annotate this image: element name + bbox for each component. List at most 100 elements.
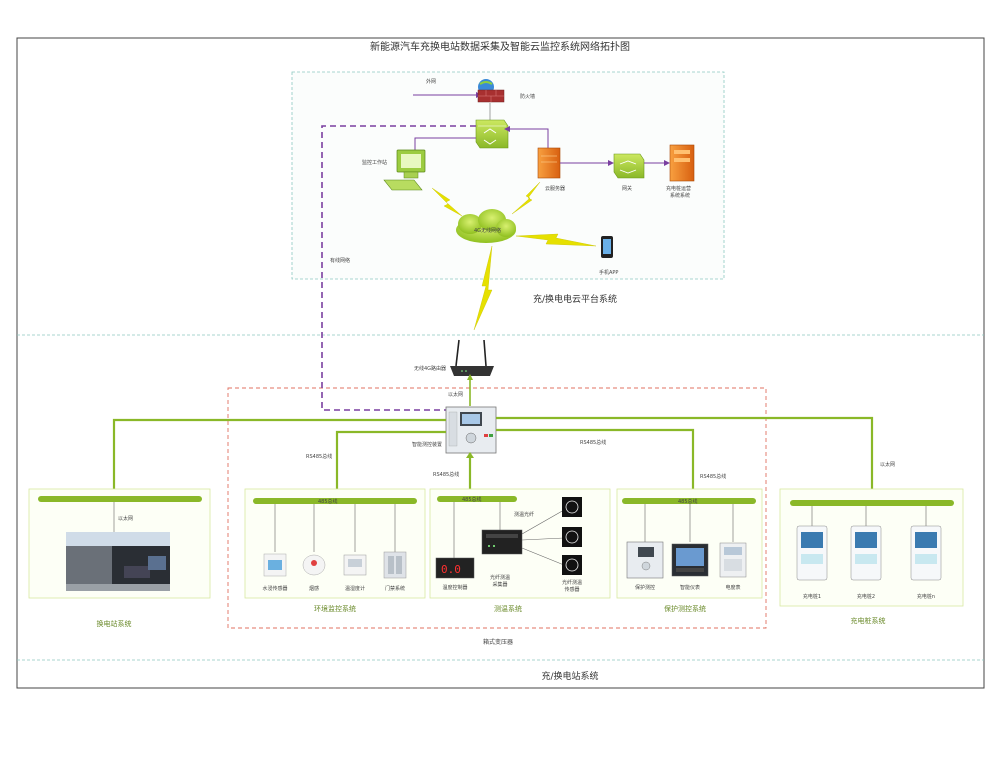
router-label: 无线4G路由器 (414, 365, 446, 372)
charger-label-3: 充电桩n (917, 593, 935, 600)
gateway-arrowhead (608, 160, 614, 166)
router-icon (450, 339, 494, 376)
charger-label-1: 充电桩1 (803, 593, 821, 600)
charger-icon-1 (796, 525, 828, 581)
rs485-mid-label: RS485总线 (433, 471, 459, 478)
fiber-line-2 (521, 537, 565, 541)
temp-measure-title: 测温系统 (494, 604, 522, 613)
protection-title: 保护测控系统 (664, 604, 706, 613)
env-device-2: 烟感 (309, 585, 319, 592)
swap-station-photo (66, 532, 170, 591)
prot-device-1: 保护测控 (635, 584, 655, 591)
thermo-hygrometer-icon (343, 554, 367, 576)
swap-station-bus (38, 496, 202, 502)
charger-icon-3 (910, 525, 942, 581)
rs485-right-top-label: RS485总线 (580, 439, 606, 446)
charger-label-2: 充电桩2 (857, 593, 875, 600)
prot-bus-label: 485总线 (678, 498, 698, 505)
substation-box (227, 387, 767, 629)
env-device-1: 水浸传感器 (262, 585, 287, 592)
temp-device-3b: 传感器 (564, 586, 579, 593)
ethernet-right-label: 以太网 (880, 461, 895, 468)
smart-meter-icon (671, 543, 709, 577)
firewall-label: 防火墙 (520, 93, 535, 100)
temp-device-4: 测温光纤 (514, 511, 534, 518)
link-swap-station (112, 418, 446, 498)
ops-arrowhead (664, 160, 670, 166)
temp-device-2a: 光纤测温 (490, 574, 510, 581)
router-ethernet-label: 以太网 (448, 391, 463, 398)
link-protection (496, 428, 695, 498)
server-arrowhead (504, 126, 510, 132)
charger-icon-2 (850, 525, 882, 581)
env-monitor-box (244, 488, 426, 599)
swap-station-title: 换电站系统 (97, 619, 132, 628)
substation-label: 箱式变压器 (483, 638, 513, 646)
mobile-app-label: 手机APP (599, 269, 618, 276)
fiber-sensor-icon-1 (562, 497, 582, 517)
cloud-server-icon (537, 147, 561, 179)
svg-text:0.0: 0.0 (441, 563, 461, 576)
fiber-line-3 (521, 547, 565, 566)
chargers-bus (790, 500, 954, 506)
env-monitor-title: 环境监控系统 (314, 604, 356, 613)
mobile-phone-icon (601, 236, 613, 258)
external-net-label: 外网 (426, 78, 436, 85)
prot-device-2: 智能仪表 (680, 584, 700, 591)
switch-to-server (510, 128, 549, 148)
temp-bus-label: 485总线 (462, 496, 482, 503)
controller-device-icon (445, 406, 497, 454)
access-control-icon (383, 551, 407, 579)
switch-to-monitor (414, 137, 476, 150)
charging-ops-server-icon (669, 144, 695, 182)
router-arrowhead (467, 374, 473, 380)
env-bus-label: 485总线 (318, 498, 338, 505)
bolt-cloud-router (473, 245, 493, 331)
energy-meter-icon (719, 542, 747, 578)
temp-controller-icon: 0.0 (435, 557, 475, 579)
wireless-net-label: 4G无线网络 (474, 227, 501, 234)
cloud-region-label: 充/换电电云平台系统 (533, 293, 617, 305)
protection-bus (622, 498, 756, 504)
charging-ops-label-2: 系统系统 (670, 192, 690, 199)
fiber-sensor-icon-3 (562, 555, 582, 575)
bolt-monitor-cloud (431, 187, 463, 217)
footer-label: 充/换电站系统 (541, 670, 598, 682)
temp-device-3a: 光纤测温 (562, 579, 582, 586)
ethernet-left-label: 以太网 (118, 515, 133, 522)
temp-arrowhead (466, 452, 474, 458)
fiber-collector-icon (481, 529, 523, 555)
gateway-label: 网关 (622, 185, 632, 192)
firewall-icon (477, 79, 505, 103)
env-device-3: 温湿度计 (345, 585, 365, 592)
charging-ops-label-1: 充电桩运营 (666, 185, 691, 192)
link-chargers (496, 416, 874, 498)
wired-network-line (321, 125, 476, 411)
wireless-cloud-icon (456, 209, 516, 243)
fiber-line-1 (521, 509, 565, 535)
link-env-monitor (335, 430, 446, 498)
prot-device-3: 电度表 (725, 584, 740, 591)
rs485-left-label: RS485总线 (306, 453, 332, 460)
diagram-title: 新能源汽车充换电站数据采集及智能云监控系统网络拓扑图 (370, 40, 630, 53)
protection-relay-icon (626, 541, 664, 579)
monitor-workstation-label: 监控工作站 (362, 159, 387, 166)
bolt-cloud-phone (515, 233, 597, 247)
smoke-sensor-icon (302, 554, 326, 576)
env-device-4: 门禁系统 (385, 585, 405, 592)
chargers-title: 充电桩系统 (851, 616, 886, 625)
monitor-workstation-icon (383, 149, 426, 191)
rs485-right-label: RS485总线 (700, 473, 726, 480)
gateway-icon (613, 153, 645, 179)
bolt-server-cloud (511, 181, 541, 215)
env-monitor-bus (253, 498, 417, 504)
temp-device-1: 温度控制器 (442, 584, 467, 591)
wired-network-label: 有线网络 (330, 257, 350, 264)
fiber-sensor-icon-2 (562, 527, 582, 547)
core-switch-icon (475, 119, 509, 149)
cloud-server-label: 云服务器 (545, 185, 565, 192)
controller-label: 智能测控装置 (412, 441, 442, 448)
temp-measure-bus (437, 496, 517, 502)
temp-device-2b: 采集器 (492, 581, 507, 588)
